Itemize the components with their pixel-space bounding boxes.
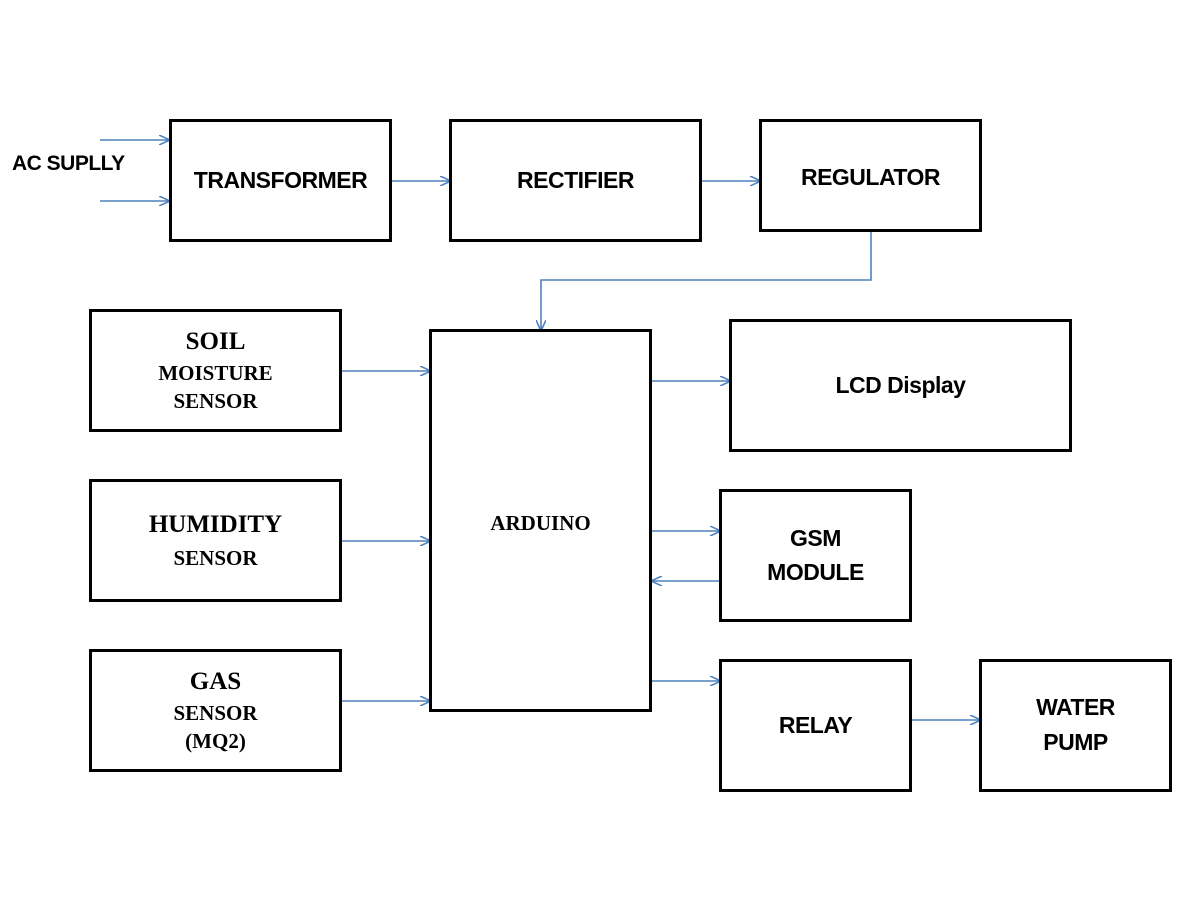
- water-pump-block: WATER PUMP: [979, 659, 1172, 792]
- regulator-to-arduino-arrow: [541, 231, 872, 331]
- transformer-label: TRANSFORMER: [193, 167, 368, 194]
- gas-label-line1: GAS: [189, 668, 242, 696]
- rectifier-label: RECTIFIER: [517, 167, 634, 194]
- relay-block: RELAY: [719, 659, 912, 792]
- gas-sensor-block: GAS SENSOR (MQ2): [89, 649, 342, 772]
- gsm-label-line2: MODULE: [767, 558, 864, 585]
- lcd-display-label: LCD Display: [835, 372, 966, 399]
- soil-moisture-label-line1: SOIL: [185, 328, 246, 356]
- gas-label-line3: (MQ2): [185, 729, 246, 754]
- arduino-label: ARDUINO: [490, 511, 591, 535]
- arduino-block: ARDUINO: [429, 329, 652, 712]
- humidity-label-line2: SENSOR: [173, 546, 258, 571]
- ac-supply-label: AC SUPLLY: [12, 152, 125, 175]
- regulator-block: REGULATOR: [759, 119, 982, 232]
- gsm-module-block: GSM MODULE: [719, 489, 912, 622]
- humidity-sensor-block: HUMIDITY SENSOR: [89, 479, 342, 602]
- soil-moisture-label-line3: SENSOR: [173, 389, 258, 414]
- relay-label: RELAY: [778, 712, 853, 739]
- water-pump-label-line2: PUMP: [1043, 728, 1108, 755]
- rectifier-block: RECTIFIER: [449, 119, 702, 242]
- gsm-label-line1: GSM: [790, 525, 841, 552]
- transformer-block: TRANSFORMER: [169, 119, 392, 242]
- regulator-label: REGULATOR: [800, 164, 941, 190]
- water-pump-label-line1: WATER: [1036, 694, 1115, 720]
- soil-moisture-sensor-block: SOIL MOISTURE SENSOR: [89, 309, 342, 432]
- gas-label-line2: SENSOR: [173, 701, 258, 726]
- humidity-label-line1: HUMIDITY: [148, 511, 283, 539]
- soil-moisture-label-line2: MOISTURE: [158, 361, 273, 386]
- lcd-display-block: LCD Display: [729, 319, 1072, 452]
